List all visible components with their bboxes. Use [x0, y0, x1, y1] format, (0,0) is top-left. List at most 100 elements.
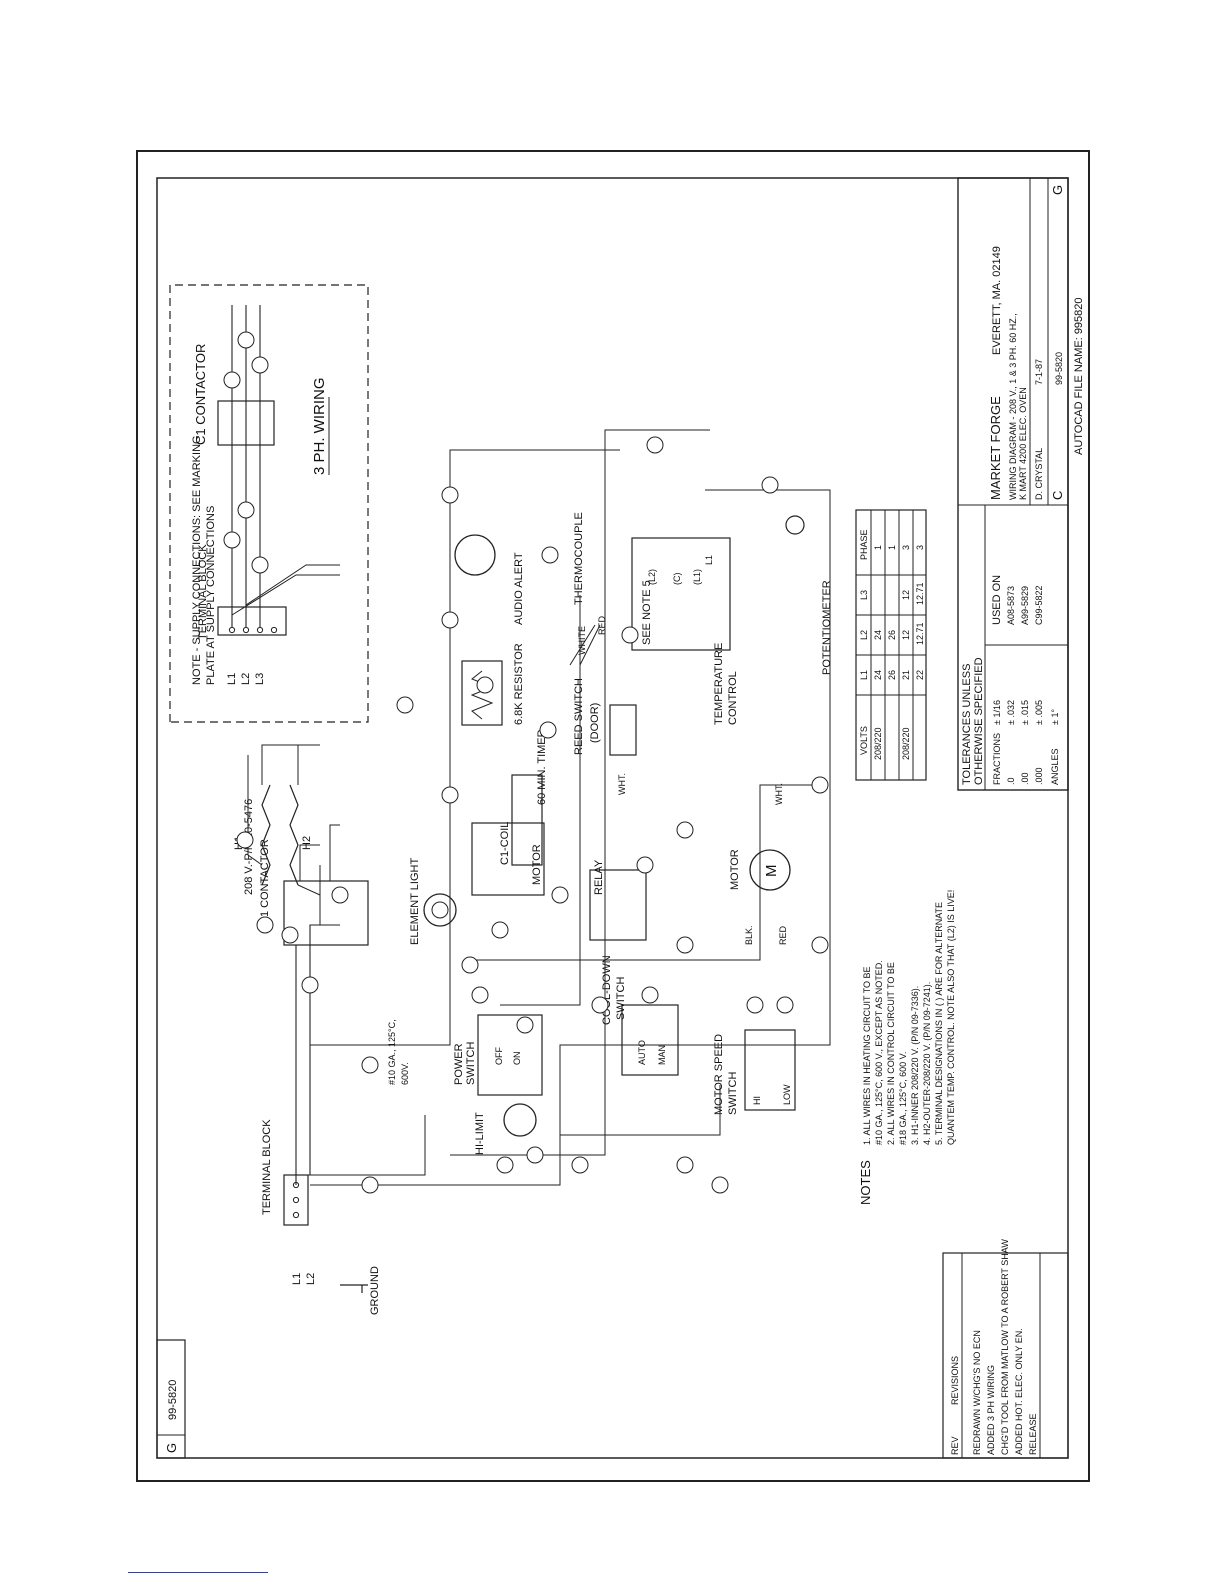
timer-label: 60 MIN. TIMER [536, 729, 548, 805]
c1-contactor-main [283, 880, 369, 946]
element-light-label: ELEMENT LIGHT [409, 858, 421, 945]
r1-phase: 1 [873, 545, 883, 550]
r4-phase: 3 [915, 545, 925, 550]
outer-border [136, 150, 1090, 1482]
c1-coil [511, 774, 543, 866]
wht-wire-motor-label: WHT. [774, 783, 784, 805]
c1-contactor-top-label: C1 CONTACTOR [193, 344, 208, 445]
footer-link-underline[interactable] [128, 1572, 268, 1573]
side-drawing-no: 99-5820 [167, 1380, 179, 1420]
cool-down-label-2: SWITCH [615, 977, 627, 1020]
hi-limit [503, 1103, 537, 1137]
temp-control-label-2: CONTROL [727, 671, 739, 725]
r3-phase: 3 [901, 545, 911, 550]
timer [471, 822, 545, 896]
l2-label-top: L2 [240, 673, 252, 685]
diagram-rotated: L1 L2 L3 TERMINAL BLOCK C1 CONTACTOR 3 P… [156, 177, 1085, 1459]
blk-wire-label: BLK. [744, 925, 754, 945]
r2-l1: 26 [887, 670, 897, 680]
th-phase: PHASE [859, 529, 869, 560]
three-phase-box [169, 284, 369, 723]
control-wiring [296, 449, 620, 1176]
tc-term-c-alt: (C) [672, 573, 682, 586]
temperature-control [631, 537, 731, 651]
company-name: MARKET FORGE [988, 396, 1003, 500]
rev-c-desc: CHG'D TOOL FROM MATLOW TO A ROBERT SHAW [1000, 1239, 1010, 1455]
fractions-val: ± 1/16 [992, 700, 1002, 725]
tolerances: TOLERANCES UNLESS [961, 664, 973, 785]
power-off-label: OFF [494, 1047, 504, 1065]
audio-alert [454, 534, 496, 576]
l1-label-bottom: L1 [291, 1273, 303, 1285]
side-drawing-strip: G 99-5820 [156, 1339, 186, 1459]
dec3-val: ± .005 [1034, 700, 1044, 725]
red-wire-label: RED [597, 615, 607, 635]
low-label: LOW [782, 1084, 792, 1105]
notes-heading: NOTES [858, 1160, 873, 1205]
dec2-val: ± .015 [1020, 700, 1030, 725]
man-label: MAN [657, 1045, 667, 1065]
c1-contactor-3ph [217, 400, 275, 446]
r3-l2: 12 [901, 630, 911, 640]
note-3: 3. H1-INNER 208/220 V. (P/N 09-7336). [910, 986, 920, 1145]
rev-e-desc: RELEASE [1028, 1413, 1038, 1455]
resistor-label: 6.8K RESISTOR [513, 643, 525, 725]
note-5a: 5. TERMINAL DESIGNATIONS IN ( ) ARE FOR … [934, 902, 944, 1145]
reed-switch-label-2: (DOOR) [589, 703, 601, 743]
r4-l3: 12.71 [915, 582, 925, 605]
r1-l2: 24 [873, 630, 883, 640]
drawing-number: 99-5820 [1054, 352, 1064, 385]
r2-l2: 26 [887, 630, 897, 640]
resistor [461, 660, 503, 726]
relay [589, 869, 647, 941]
reed-switch-label: REED SWITCH [573, 678, 585, 755]
r4-l1: 22 [915, 670, 925, 680]
hi-label: HI [752, 1096, 762, 1105]
tc-term-l2-alt: (L2) [647, 569, 657, 585]
tc-term-l1: L1 [704, 555, 714, 565]
fractions: FRACTIONS [992, 733, 1002, 785]
audio-alert-label: AUDIO ALERT [513, 552, 525, 625]
note-2a: 2. ALL WIRES IN CONTROL CIRCUIT TO BE [886, 962, 896, 1145]
motor [749, 849, 791, 891]
note-1a: 1. ALL WIRES IN HEATING CIRCUIT TO BE [862, 966, 872, 1145]
rev-a-desc: REDRAWN W/CHG'S NO ECN [972, 1330, 982, 1455]
th-l2: L2 [859, 630, 869, 640]
terminal-block-3ph [217, 606, 287, 636]
no-tags [361, 436, 829, 1194]
heater-elements [261, 784, 299, 886]
angles: ANGLES [1050, 748, 1060, 785]
motor-speed-label-2: SWITCH [727, 1072, 739, 1115]
terminal-block-top-label: TERMINAL BLOCK [197, 544, 209, 640]
potentiometer [785, 515, 805, 535]
tolerances-2: OTHERWISE SPECIFIED [973, 657, 985, 785]
rev-col-rev: REV [950, 1436, 960, 1455]
th-l1: L1 [859, 670, 869, 680]
dec3: .000 [1034, 767, 1044, 785]
supply-note: NOTE - SUPPLY CONNECTIONS: SEE MARKING [191, 435, 203, 685]
tc-term-l1-alt: (L1) [692, 569, 702, 585]
relay-label: RELAY [593, 859, 605, 895]
company-city: EVERETT, MA. 02149 [991, 246, 1003, 355]
reed-switch [609, 704, 637, 756]
thermocouple-label: THERMOCOUPLE [573, 512, 585, 605]
h2-label: H2 [301, 836, 313, 850]
drawing-title-1: WIRING DIAGRAM - 208 V., 1 & 3 PH. 60 HZ… [1008, 313, 1018, 500]
reed-wht-label: WHT. [617, 773, 627, 795]
wire-gauge-label-2: 600V. [400, 1062, 410, 1085]
power-on-label: ON [512, 1052, 522, 1066]
th-l3: L3 [859, 590, 869, 600]
motor-symbol: M [763, 865, 780, 878]
r4-l2: 12.71 [915, 622, 925, 645]
angles-val: ± 1° [1050, 709, 1060, 725]
dec1: .0 [1006, 777, 1016, 785]
c1-coil-label: C1-COIL [499, 822, 511, 865]
r1-volts: 208/220 [873, 727, 883, 760]
power-switch [477, 1014, 543, 1096]
note-2b: #18 GA., 125°C, 600 V. [898, 1052, 908, 1145]
r3-l1: 21 [901, 670, 911, 680]
r2-phase: 1 [887, 545, 897, 550]
drawing-title-2: K MART 4200 ELEC. OVEN [1018, 387, 1028, 500]
r3-volts: 208/220 [901, 727, 911, 760]
